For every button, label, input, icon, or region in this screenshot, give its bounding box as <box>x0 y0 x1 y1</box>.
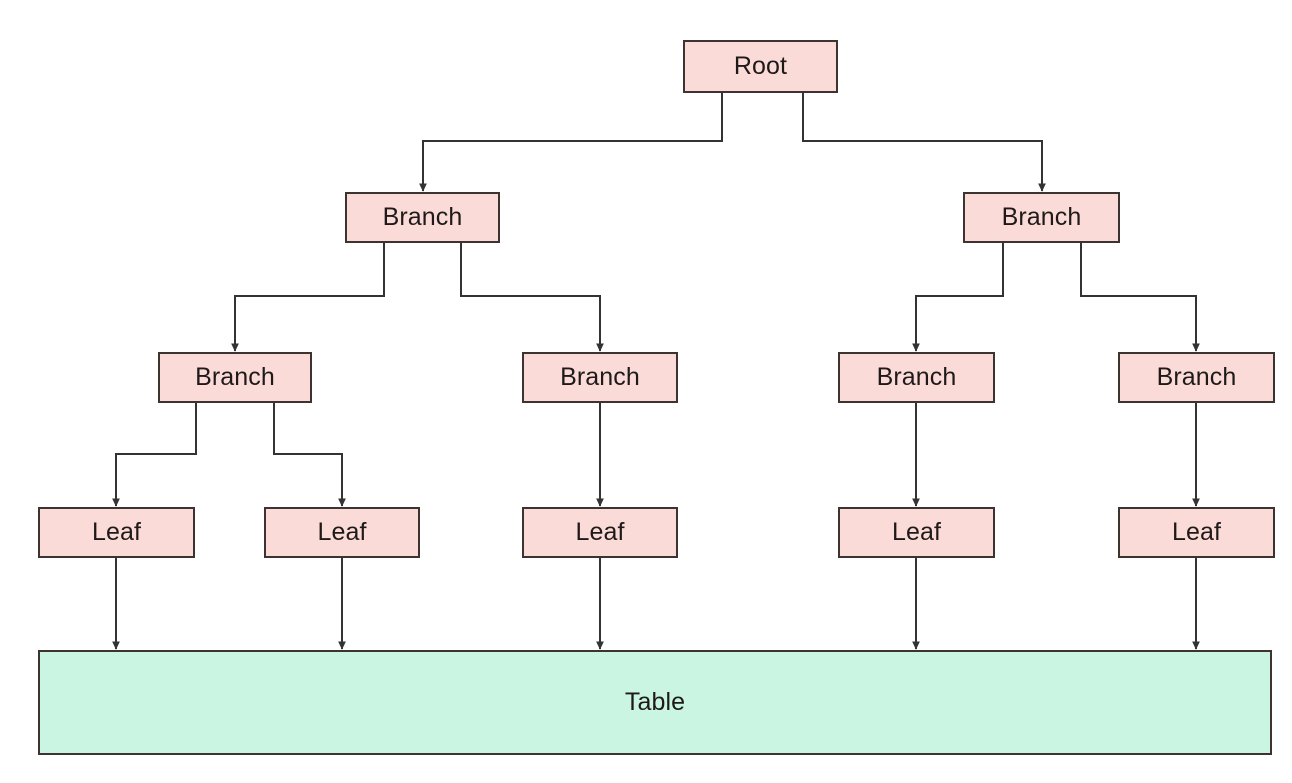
node-label: Leaf <box>317 518 367 546</box>
edge-root-to-b1r <box>802 93 1046 192</box>
node-l3[interactable]: Leaf <box>522 507 678 558</box>
node-l4[interactable]: Leaf <box>838 507 995 558</box>
node-b2d[interactable]: Branch <box>1118 352 1275 403</box>
node-label: Branch <box>195 363 275 391</box>
edge-b1r-to-b2d <box>1080 243 1200 352</box>
node-label: Branch <box>1001 203 1082 231</box>
edge-b1l-to-b2b <box>460 243 604 352</box>
node-b2b[interactable]: Branch <box>522 352 678 403</box>
node-root[interactable]: Root <box>683 40 838 93</box>
node-b2c[interactable]: Branch <box>838 352 995 403</box>
node-l5[interactable]: Leaf <box>1118 507 1275 558</box>
node-label: Branch <box>560 363 640 391</box>
node-b2a[interactable]: Branch <box>158 352 312 403</box>
node-l2[interactable]: Leaf <box>264 507 420 558</box>
node-label: Branch <box>382 203 463 231</box>
node-label: Leaf <box>1171 518 1222 546</box>
edge-b2a-to-l1 <box>112 403 197 507</box>
edge-b2a-to-l2 <box>273 403 346 507</box>
node-label: Table <box>624 688 686 716</box>
node-label: Leaf <box>575 518 625 546</box>
node-label: Root <box>733 52 788 80</box>
edge-b1r-to-b2c <box>912 243 1004 352</box>
node-label: Leaf <box>91 518 142 546</box>
node-label: Leaf <box>891 518 942 546</box>
edge-group <box>112 93 1200 650</box>
node-b1r[interactable]: Branch <box>963 192 1120 243</box>
node-label: Branch <box>876 363 957 391</box>
node-label: Branch <box>1156 363 1237 391</box>
node-table[interactable]: Table <box>38 650 1272 755</box>
node-b1l[interactable]: Branch <box>345 192 500 243</box>
node-l1[interactable]: Leaf <box>38 507 195 558</box>
edge-root-to-b1l <box>419 93 723 192</box>
edge-b1l-to-b2a <box>231 243 385 352</box>
